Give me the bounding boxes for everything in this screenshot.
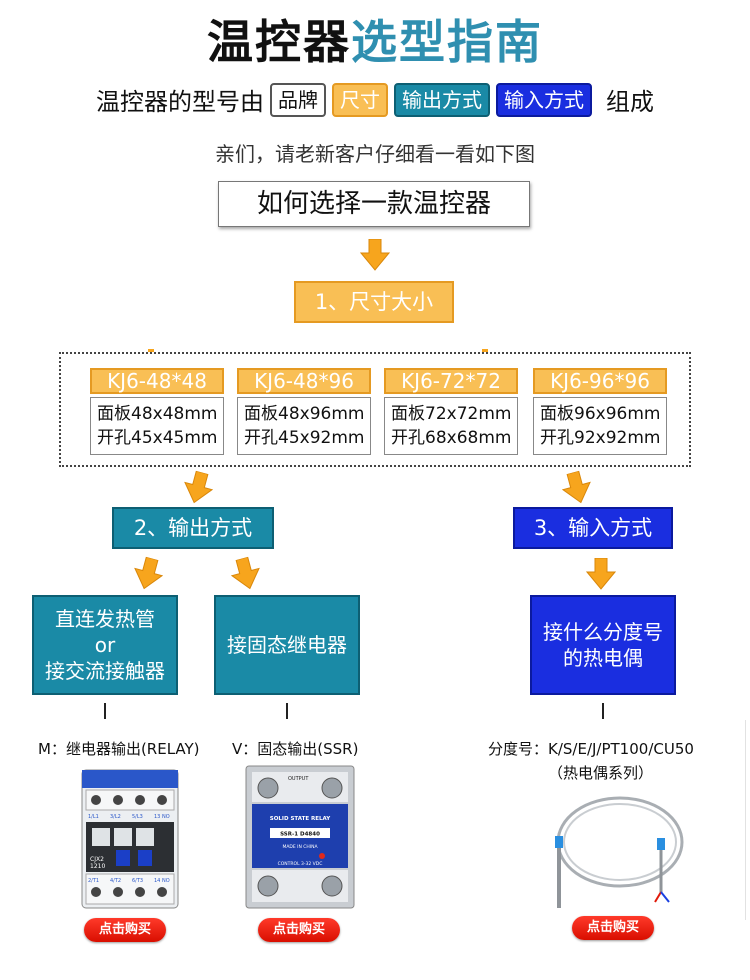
panel-line: 接什么分度号 (543, 620, 663, 644)
size-card-48x96[interactable]: KJ6-48*96 面板48x96mm 开孔45x92mm (237, 368, 371, 455)
caption-input-sub: （热电偶系列） (548, 764, 654, 782)
connector-line (286, 703, 288, 719)
contactor-code: 1210 (90, 863, 105, 870)
size-model: KJ6-48*48 (90, 368, 224, 394)
size-spec: 面板48x48mm 开孔45x45mm (90, 397, 224, 455)
size-options-area (59, 352, 691, 467)
panel-line: or (94, 633, 116, 657)
terminal-label: 14 NO (154, 878, 170, 884)
terminal-label: 5/L3 (132, 814, 143, 820)
hole-size: 开孔45x45mm (97, 428, 218, 448)
title-part2: 选型指南 (351, 15, 543, 69)
howto-heading: 如何选择一款温控器 (218, 181, 530, 227)
terminal-label: 6/T3 (132, 878, 143, 884)
hole-size: 开孔45x92mm (244, 428, 365, 448)
contactor-model: CJX2 (90, 856, 104, 863)
size-model: KJ6-48*96 (237, 368, 371, 394)
panel-size: 面板48x96mm (244, 404, 365, 424)
subtitle-prefix: 温控器的型号由 (96, 88, 264, 116)
terminal-label: 13 NO (154, 814, 170, 820)
buy-ssr-button[interactable]: 点击购买 (258, 918, 340, 942)
tick-mark (148, 349, 154, 352)
chip-brand: 品牌 (270, 82, 326, 117)
title-part1: 温控器 (207, 15, 351, 69)
thermocouple-image (555, 796, 684, 908)
size-spec: 面板72x72mm 开孔68x68mm (384, 397, 518, 455)
page-title: 温控器选型指南 (0, 6, 750, 72)
size-model: KJ6-96*96 (533, 368, 667, 394)
divider (745, 720, 746, 920)
step-size-box: 1、尺寸大小 (294, 281, 454, 323)
panel-line: 直连发热管 (55, 607, 155, 631)
connector-line (104, 703, 106, 719)
tick-mark (482, 349, 488, 352)
size-card-96x96[interactable]: KJ6-96*96 面板96x96mm 开孔92x92mm (533, 368, 667, 455)
arrow-down-icon (360, 239, 390, 271)
panel-line: 接固态继电器 (227, 633, 347, 657)
arrow-down-icon (230, 556, 260, 590)
ssr-control: CONTROL 3-32 VDC (278, 861, 323, 867)
panel-line: 的热电偶 (563, 646, 643, 670)
connector-line (602, 703, 604, 719)
chip-output: 输出方式 (394, 82, 490, 117)
terminal-label: 4/T2 (110, 878, 121, 884)
panel-size: 面板72x72mm (391, 404, 512, 424)
customer-note: 亲们，请老新客户仔细看一看如下图 (215, 142, 535, 166)
buy-thermocouple-button[interactable]: 点击购买 (572, 916, 654, 940)
ac-contactor-image: 1/L1 3/L2 5/L3 13 NO CJX2 1210 2/T1 4/T2… (81, 769, 179, 909)
panel-thermocouple-option[interactable]: 接什么分度号 的热电偶 (530, 595, 676, 695)
ssr-title: SOLID STATE RELAY (270, 816, 331, 822)
terminal-label: 3/L2 (110, 814, 121, 820)
arrow-down-icon (134, 556, 164, 590)
size-model: KJ6-72*72 (384, 368, 518, 394)
panel-relay-option[interactable]: 直连发热管 or 接交流接触器 (32, 595, 178, 695)
chip-size: 尺寸 (332, 82, 388, 117)
ssr-origin: MADE IN CHINA (282, 844, 318, 850)
size-spec: 面板96x96mm 开孔92x92mm (533, 397, 667, 455)
hole-size: 开孔68x68mm (391, 428, 512, 448)
panel-size: 面板96x96mm (540, 404, 661, 424)
terminal-label: 1/L1 (88, 814, 99, 820)
step-output-box: 2、输出方式 (112, 507, 274, 549)
caption-input: 分度号：K/S/E/J/PT100/CU50 (488, 740, 694, 758)
caption-ssr: V：固态输出(SSR) (232, 740, 359, 758)
size-spec: 面板48x96mm 开孔45x92mm (237, 397, 371, 455)
panel-ssr-option[interactable]: 接固态继电器 (214, 595, 360, 695)
terminal-label: 2/T1 (88, 878, 99, 884)
subtitle-row: 温控器的型号由 品牌 尺寸 输出方式 输入方式 组成 (0, 82, 750, 117)
panel-line: 接交流接触器 (45, 659, 165, 683)
ssr-model: SSR-1 D4840 (280, 832, 320, 838)
hole-size: 开孔92x92mm (540, 428, 661, 448)
buy-relay-button[interactable]: 点击购买 (84, 918, 166, 942)
caption-relay: M：继电器输出(RELAY) (38, 740, 200, 758)
arrow-down-icon (561, 470, 591, 504)
subtitle-suffix: 组成 (606, 88, 654, 116)
chip-input: 输入方式 (496, 82, 592, 117)
ssr-output-label: OUTPUT (288, 776, 309, 782)
arrow-down-icon (586, 558, 616, 590)
arrow-down-icon (184, 470, 214, 504)
solid-state-relay-image: OUTPUT SOLID STATE RELAY SSR-1 D4840 MAD… (245, 765, 355, 909)
step-input-box: 3、输入方式 (513, 507, 673, 549)
size-card-48x48[interactable]: KJ6-48*48 面板48x48mm 开孔45x45mm (90, 368, 224, 455)
size-card-72x72[interactable]: KJ6-72*72 面板72x72mm 开孔68x68mm (384, 368, 518, 455)
panel-size: 面板48x48mm (97, 404, 218, 424)
